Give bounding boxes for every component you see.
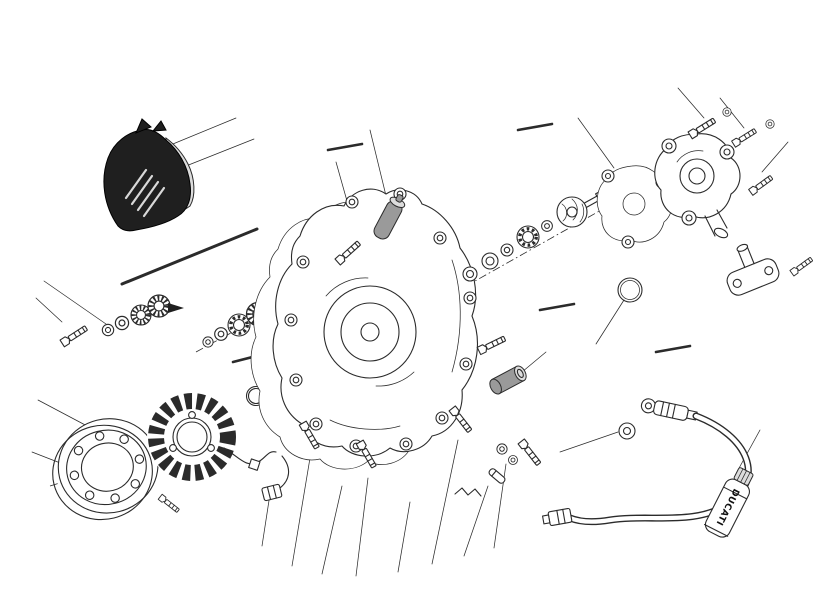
water-inlet-union bbox=[726, 243, 814, 296]
hose-fitting bbox=[618, 398, 698, 440]
washer-icon bbox=[765, 119, 775, 129]
bolt-icon bbox=[789, 255, 814, 277]
washer-icon bbox=[101, 323, 115, 337]
washer-icon bbox=[722, 107, 732, 117]
leader-lines bbox=[31, 87, 789, 577]
wire-grommet bbox=[248, 458, 261, 471]
bolt-icon bbox=[59, 324, 89, 348]
sealant-tube: DUCATI bbox=[703, 467, 754, 538]
heat-guard-plate bbox=[103, 118, 195, 232]
flywheel-rotor bbox=[52, 418, 159, 521]
alternator-cover bbox=[272, 187, 479, 457]
washer-icon bbox=[202, 336, 214, 348]
coolant-hose bbox=[542, 412, 752, 527]
washer-icon bbox=[508, 455, 518, 465]
washer-icon bbox=[496, 443, 508, 455]
stator-wire-connector bbox=[261, 483, 283, 502]
bolt-icon bbox=[517, 438, 543, 467]
bolt-icon bbox=[476, 334, 507, 356]
knurled-ring-icon bbox=[148, 295, 170, 317]
washer-icon bbox=[500, 243, 514, 257]
washer-icon bbox=[214, 327, 228, 341]
o-ring bbox=[617, 277, 643, 303]
washer-icon bbox=[541, 220, 553, 232]
left-fastener-set bbox=[59, 295, 184, 348]
hose-connector bbox=[542, 507, 573, 527]
stator-assembly bbox=[147, 392, 290, 514]
water-pump-impeller bbox=[556, 196, 588, 228]
water-pump-gasket bbox=[596, 165, 672, 249]
direction-arrow-icon bbox=[168, 303, 184, 313]
bolt-icon bbox=[748, 173, 775, 196]
bolt-icon bbox=[157, 493, 181, 514]
rubber-plug bbox=[373, 194, 406, 240]
panel-edge-line bbox=[120, 227, 259, 286]
spring-clip bbox=[454, 487, 482, 497]
dowel-pin bbox=[488, 468, 506, 484]
plug-bush bbox=[489, 365, 527, 395]
side-bolts-and-washers bbox=[448, 334, 543, 497]
water-pump-cover bbox=[654, 133, 741, 239]
bolt-icon bbox=[731, 127, 758, 148]
cover-bolt-holes bbox=[284, 187, 477, 453]
bearing-icon bbox=[515, 224, 541, 250]
tube-cap bbox=[733, 467, 754, 486]
washer-icon bbox=[114, 315, 130, 331]
